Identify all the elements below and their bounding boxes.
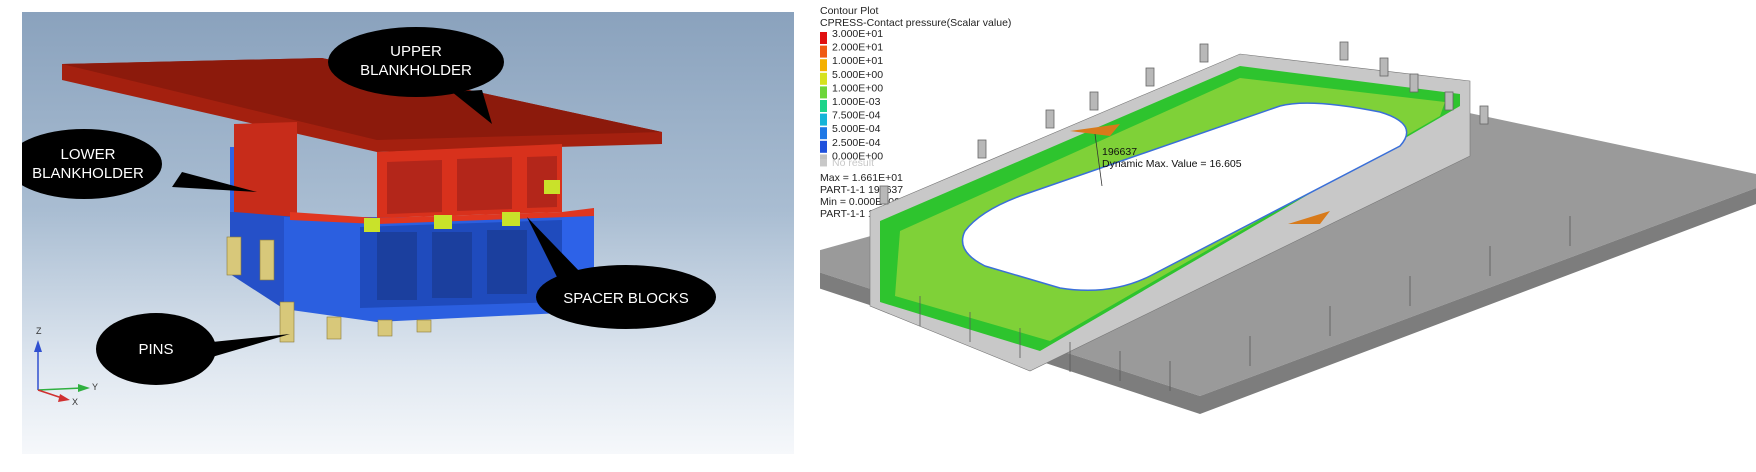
callout-pins: PINS (96, 313, 216, 385)
callout-upper-blankholder: UPPER BLANKHOLDER (328, 27, 504, 97)
callout-spacer-label: SPACER BLOCKS (563, 290, 689, 307)
probe-value: Dynamic Max. Value = 16.605 (1102, 158, 1242, 170)
callout-lower-line2: BLANKHOLDER (32, 165, 144, 182)
legend-label: 1.000E+01 (832, 55, 883, 67)
contour-title: Contour Plot (820, 6, 878, 17)
stat-max-location: PART-1-1 196637 (820, 184, 903, 196)
stat-max: Max = 1.661E+01 (820, 172, 903, 184)
legend-label: 2.500E-04 (832, 137, 881, 149)
triad-left-z: Z (36, 326, 42, 336)
axis-triad-left: Z Y X (34, 326, 98, 407)
legend-swatch (820, 86, 827, 99)
legend-swatch (820, 100, 827, 112)
contour-legend: 3.000E+012.000E+011.000E+015.000E+001.00… (820, 28, 883, 167)
legend-label: 3.000E+01 (832, 28, 883, 40)
callout-upper-line1: UPPER (390, 43, 442, 60)
triad-left-x: X (72, 397, 78, 407)
callout-lower-blankholder: LOWER BLANKHOLDER (22, 129, 162, 199)
no-result-swatch (820, 159, 827, 166)
legend-label: 2.000E+01 (832, 42, 883, 54)
lower-blankholder (230, 147, 594, 322)
legend-swatch (820, 127, 827, 140)
axis-triad-right-svg: Z X Y (820, 360, 848, 420)
no-result-label: No result (832, 157, 874, 169)
probe-node: 196637 (1102, 146, 1137, 158)
contour-model (820, 41, 1756, 414)
callout-pins-label: PINS (138, 341, 173, 358)
probe-annotation: 196637 Dynamic Max. Value = 16.605 (1094, 133, 1242, 187)
callout-lower-line1: LOWER (60, 146, 115, 163)
legend-label: 5.000E+00 (832, 69, 883, 81)
legend-label: 1.000E+00 (832, 82, 883, 94)
legend-label: 7.500E-04 (832, 110, 881, 122)
triad-left-y: Y (92, 382, 98, 392)
upper-blankholder (62, 58, 662, 224)
legend-label: 5.000E-04 (832, 123, 881, 135)
assembly-drawing: UPPER BLANKHOLDER LOWER BLANKHOLDER SPAC… (22, 27, 716, 407)
pins (226, 236, 432, 343)
legend-label: 1.000E-03 (832, 96, 881, 108)
legend-swatch (820, 59, 827, 72)
legend-swatch (820, 45, 827, 58)
contour-plot-view: Contour Plot CPRESS-Contact pressure(Sca… (820, 6, 1756, 466)
callout-upper-line2: BLANKHOLDER (360, 62, 472, 79)
legend-swatch (820, 140, 827, 153)
spacer-blocks (364, 180, 560, 232)
legend-swatch (820, 113, 827, 126)
contour-subtitle: CPRESS-Contact pressure(Scalar value) (820, 17, 1011, 29)
contour-drawing: Contour Plot CPRESS-Contact pressure(Sca… (820, 6, 1756, 414)
legend-label: 0.000E+00 (832, 150, 883, 162)
legend-swatch (820, 72, 827, 85)
callout-pointers (172, 90, 582, 357)
callout-spacer-blocks: SPACER BLOCKS (536, 265, 716, 329)
legend-swatch (820, 32, 827, 44)
assembly-view: UPPER BLANKHOLDER LOWER BLANKHOLDER SPAC… (22, 12, 794, 454)
